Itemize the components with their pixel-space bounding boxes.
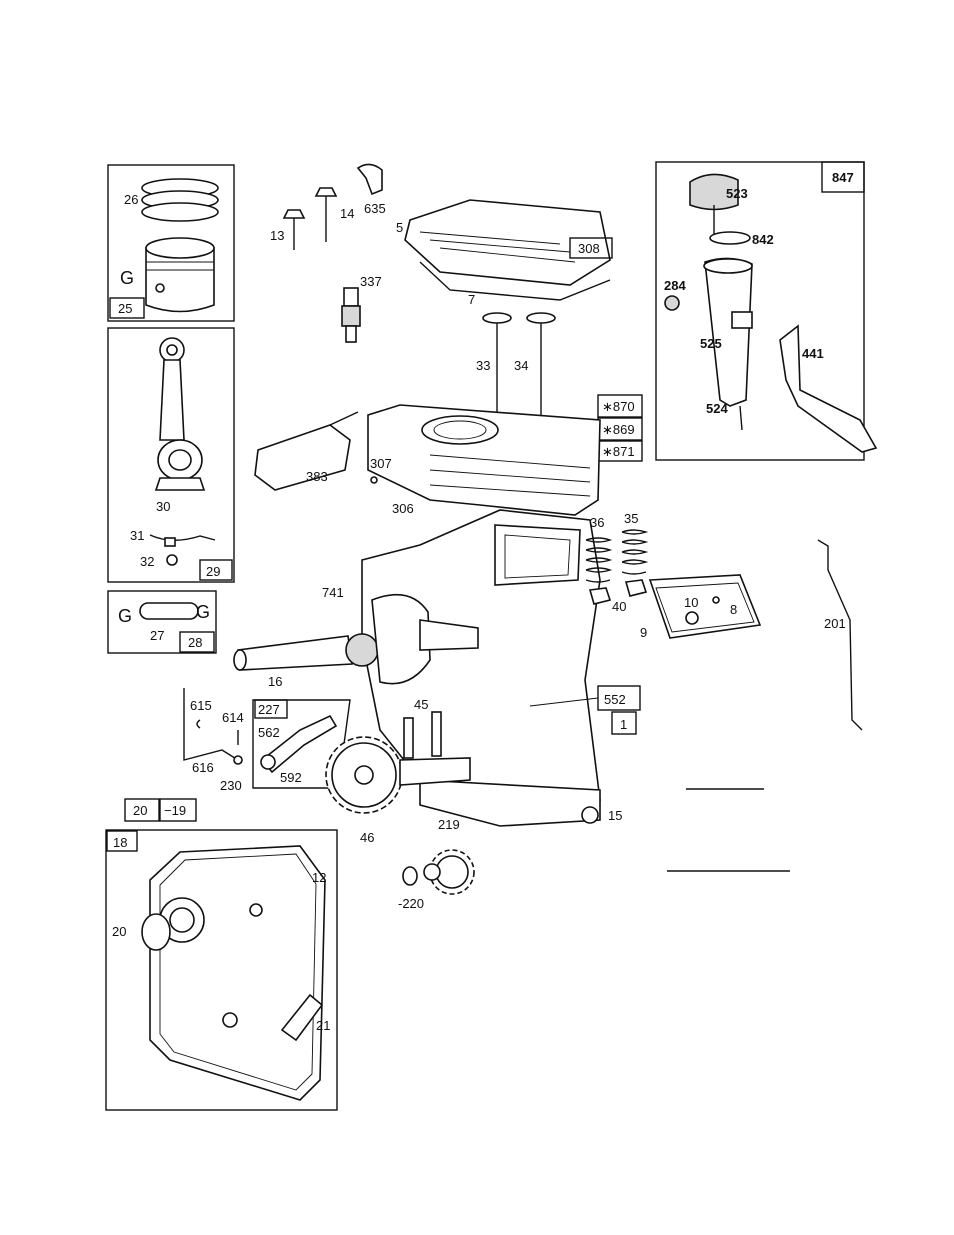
valve-springs: 36 35 40: [586, 511, 646, 614]
label-871: ∗871: [602, 444, 635, 459]
label-741: 741: [322, 585, 344, 600]
label-307: 307: [370, 456, 392, 471]
panel-piston-pin: G G 27 28: [108, 591, 216, 653]
head-bolt-13: 13: [270, 210, 304, 250]
fitting-635: 635: [358, 164, 386, 216]
label-34: 34: [514, 358, 528, 373]
label-16: 16: [268, 674, 282, 689]
label-616: 616: [192, 760, 214, 775]
label-9: 9: [640, 625, 647, 640]
spark-plug: 337: [342, 274, 382, 342]
label-524: 524: [706, 401, 728, 416]
label-308: 308: [578, 241, 600, 256]
valves: 33 34: [476, 313, 555, 418]
label-g-pin-left: G: [118, 606, 132, 626]
label-40: 40: [612, 599, 626, 614]
label-219: 219: [438, 817, 460, 832]
label-33: 33: [476, 358, 490, 373]
label-10: 10: [684, 595, 698, 610]
label-18: 18: [113, 835, 127, 850]
label-614: 614: [222, 710, 244, 725]
label-29: 29: [206, 564, 220, 579]
muffler: 383: [255, 412, 358, 490]
label-g-piston: G: [120, 268, 134, 288]
label-36: 36: [590, 515, 604, 530]
label-337: 337: [360, 274, 382, 289]
label-847: 847: [832, 170, 854, 185]
label-635: 635: [364, 201, 386, 216]
label-7: 7: [468, 292, 475, 307]
label-201: 201: [824, 616, 846, 631]
label-1: 1: [620, 717, 627, 732]
panel-piston: 26 G 25: [108, 165, 234, 321]
label-306: 306: [392, 501, 414, 516]
label-46: 46: [360, 830, 374, 845]
label-13: 13: [270, 228, 284, 243]
label-870: ∗870: [602, 399, 635, 414]
label-32: 32: [140, 554, 154, 569]
gasket-set-boxes: ∗870 ∗869 ∗871: [598, 395, 642, 461]
label-27: 27: [150, 628, 164, 643]
label-562: 562: [258, 725, 280, 740]
panel-crankcase-cover: 20 −19 18 12 20 21: [106, 799, 337, 1110]
label-525: 525: [700, 336, 722, 351]
label-615: 615: [190, 698, 212, 713]
head-bolt-14: 14: [316, 188, 354, 242]
label-31: 31: [130, 528, 144, 543]
label-25: 25: [118, 301, 132, 316]
label-19: −19: [164, 803, 186, 818]
label-15: 15: [608, 808, 622, 823]
piston-rings: [142, 179, 218, 221]
label-20-top: 20: [133, 803, 147, 818]
label-28: 28: [188, 635, 202, 650]
label-26: 26: [124, 192, 138, 207]
governor-parts: 615 614 616 230: [184, 688, 244, 793]
breather-cover: 9 10 8: [640, 575, 760, 640]
label-45: 45: [414, 697, 428, 712]
connecting-rod: [156, 338, 204, 490]
panel-oil-fill: 847 523 842 525 524 284 441: [656, 162, 876, 460]
label-592: 592: [280, 770, 302, 785]
label-21: 21: [316, 1018, 330, 1033]
label-5: 5: [396, 220, 403, 235]
label-14: 14: [340, 206, 354, 221]
cylinder-head: 5 308 7: [396, 200, 612, 307]
label-523: 523: [726, 186, 748, 201]
label-8: 8: [730, 602, 737, 617]
label-869: ∗869: [602, 422, 635, 437]
label-30: 30: [156, 499, 170, 514]
label-552: 552: [604, 692, 626, 707]
panel-connecting-rod: 30 31 32 29: [108, 328, 234, 582]
label-12: 12: [312, 870, 326, 885]
label-383: 383: [306, 469, 328, 484]
label-220: -220: [398, 896, 424, 911]
label-441: 441: [802, 346, 824, 361]
label-842: 842: [752, 232, 774, 247]
label-35: 35: [624, 511, 638, 526]
label-20-side: 20: [112, 924, 126, 939]
governor-gear: 219 -220: [398, 817, 474, 911]
piston: [146, 238, 214, 312]
drain-plug: 15: [582, 807, 622, 823]
governor-link: 201: [818, 540, 862, 730]
label-227: 227: [258, 702, 280, 717]
label-284: 284: [664, 278, 686, 293]
label-230: 230: [220, 778, 242, 793]
label-g-pin-right: G: [196, 602, 210, 622]
